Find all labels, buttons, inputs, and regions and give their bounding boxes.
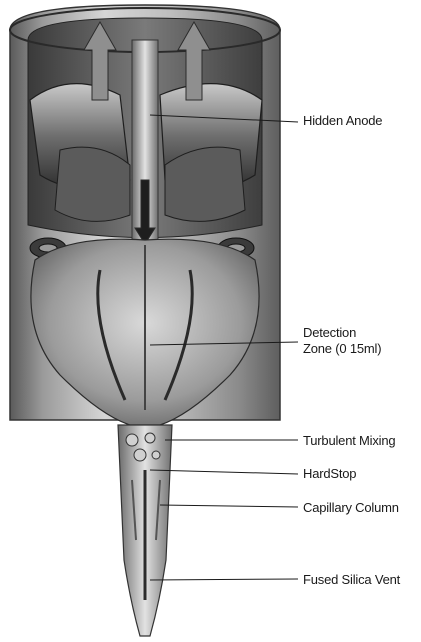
- label-fused-silica-vent: Fused Silica Vent: [303, 572, 400, 588]
- leader-capillary-column: [160, 505, 298, 507]
- label-detection-zone-line2: Zone (0 15ml): [303, 341, 381, 357]
- label-turbulent-mixing: Turbulent Mixing: [303, 433, 395, 449]
- label-capillary-column: Capillary Column: [303, 500, 399, 516]
- label-detection-zone: Detection Zone (0 15ml): [303, 325, 381, 357]
- label-hidden-anode: Hidden Anode: [303, 113, 382, 129]
- leader-fused-silica-vent: [150, 579, 298, 580]
- label-detection-zone-line1: Detection: [303, 325, 381, 341]
- capillary-stem: [118, 425, 172, 636]
- label-hardstop: HardStop: [303, 466, 356, 482]
- leader-hardstop: [150, 470, 298, 474]
